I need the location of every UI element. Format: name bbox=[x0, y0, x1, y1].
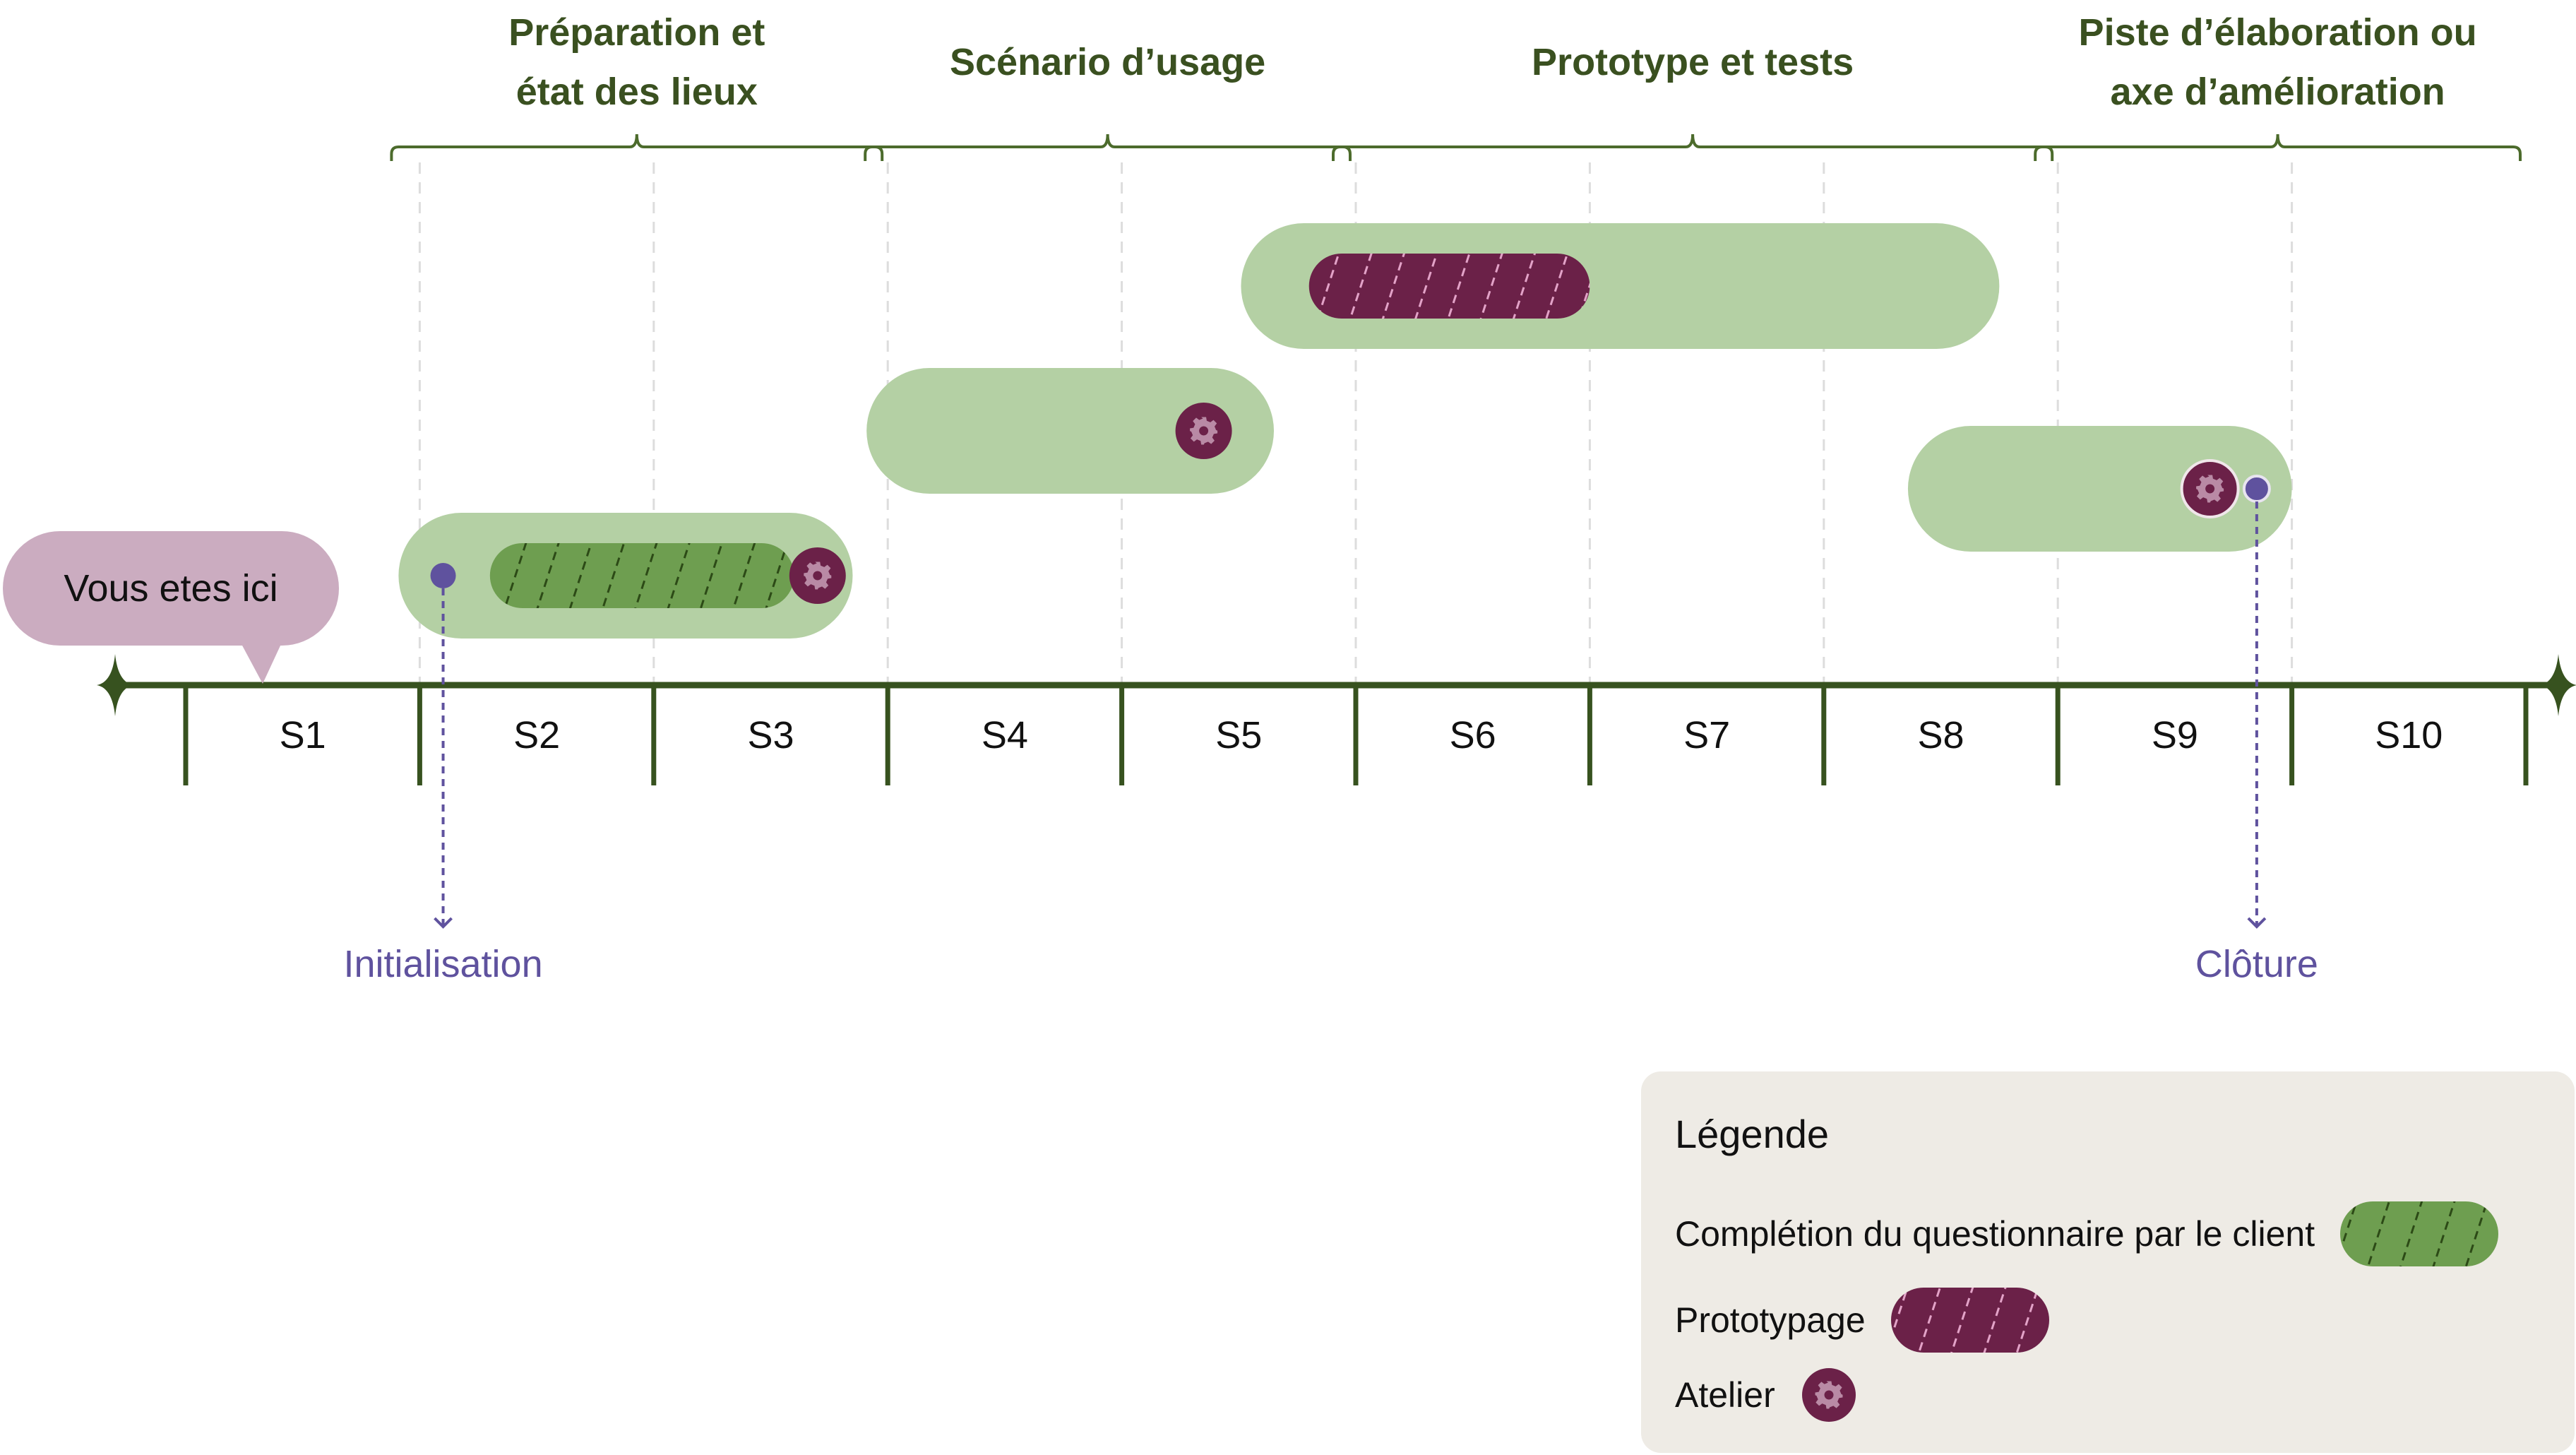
you-are-here-pointer bbox=[242, 644, 281, 684]
prototypage-subbar bbox=[1308, 254, 1590, 319]
phase-title: Piste d’élaboration ou axe d’amélioration bbox=[1996, 3, 2560, 121]
phase-title: Scénario d’usage bbox=[825, 32, 1390, 92]
phase-brackets bbox=[390, 133, 2522, 161]
legend-label: Prototypage bbox=[1675, 1300, 1866, 1340]
task-bar bbox=[866, 368, 1275, 494]
arrow-down-icon bbox=[434, 917, 453, 929]
phase-bracket bbox=[2034, 133, 2522, 161]
task-bars bbox=[398, 223, 2292, 639]
legend-label: Complétion du questionnaire par le clien… bbox=[1675, 1214, 2315, 1254]
milestone-label: Clôture bbox=[2195, 943, 2318, 985]
prototypage-swatch bbox=[1890, 1288, 2049, 1353]
atelier-swatch bbox=[1801, 1368, 1856, 1422]
legend-label: Atelier bbox=[1675, 1375, 1775, 1415]
phase-title-line: axe d’amélioration bbox=[2110, 71, 2445, 113]
legend-item-atelier: Atelier bbox=[1675, 1367, 1857, 1423]
axis-end-star-icon bbox=[2540, 654, 2576, 716]
legend-title: Légende bbox=[1675, 1112, 1830, 1156]
phase-title-line: Scénario d’usage bbox=[950, 41, 1266, 83]
phase-title-line: Préparation et bbox=[508, 11, 765, 54]
phase-bracket bbox=[390, 133, 884, 161]
milestone-dot bbox=[430, 563, 456, 588]
week-label: S1 bbox=[279, 714, 326, 756]
questionnaire-swatch bbox=[2340, 1201, 2499, 1266]
atelier-marker bbox=[789, 547, 846, 604]
milestone-dot bbox=[2242, 475, 2271, 503]
phase-title-line: Prototype et tests bbox=[1532, 41, 1854, 83]
phase-bracket bbox=[864, 133, 1352, 161]
week-label: S4 bbox=[981, 714, 1028, 756]
you-are-here-bubble: Vous etes ici bbox=[3, 531, 339, 646]
week-label: S5 bbox=[1215, 714, 1263, 756]
week-label: S3 bbox=[747, 714, 794, 756]
week-label: S7 bbox=[1683, 714, 1731, 756]
week-label: S8 bbox=[1917, 714, 1964, 756]
phase-title: Prototype et tests bbox=[1410, 32, 1975, 92]
questionnaire-subbar bbox=[489, 543, 794, 608]
legend-item-questionnaire: Complétion du questionnaire par le clien… bbox=[1675, 1201, 2499, 1266]
milestone-label: Initialisation bbox=[343, 943, 543, 985]
legend-item-prototypage: Prototypage bbox=[1675, 1288, 2049, 1353]
milestone-leaders bbox=[434, 501, 2267, 929]
atelier-marker bbox=[1175, 403, 1232, 459]
arrow-down-icon bbox=[2247, 917, 2267, 929]
phase-title: Préparation et état des lieux bbox=[354, 3, 919, 121]
you-are-here-label: Vous etes ici bbox=[64, 567, 278, 610]
phase-title-line: Piste d’élaboration ou bbox=[2078, 11, 2477, 54]
phase-bracket bbox=[1332, 133, 2054, 161]
phase-title-line: état des lieux bbox=[515, 71, 758, 113]
week-label: S6 bbox=[1449, 714, 1496, 756]
week-label: S10 bbox=[2375, 714, 2443, 756]
week-label: S9 bbox=[2151, 714, 2198, 756]
legend-panel: Légende Complétion du questionnaire par … bbox=[1641, 1071, 2575, 1453]
atelier-marker bbox=[2180, 459, 2240, 518]
timeline-axis bbox=[97, 654, 2576, 785]
task-bar bbox=[1907, 426, 2292, 552]
axis-start-star-icon bbox=[97, 654, 133, 716]
week-label: S2 bbox=[513, 714, 561, 756]
